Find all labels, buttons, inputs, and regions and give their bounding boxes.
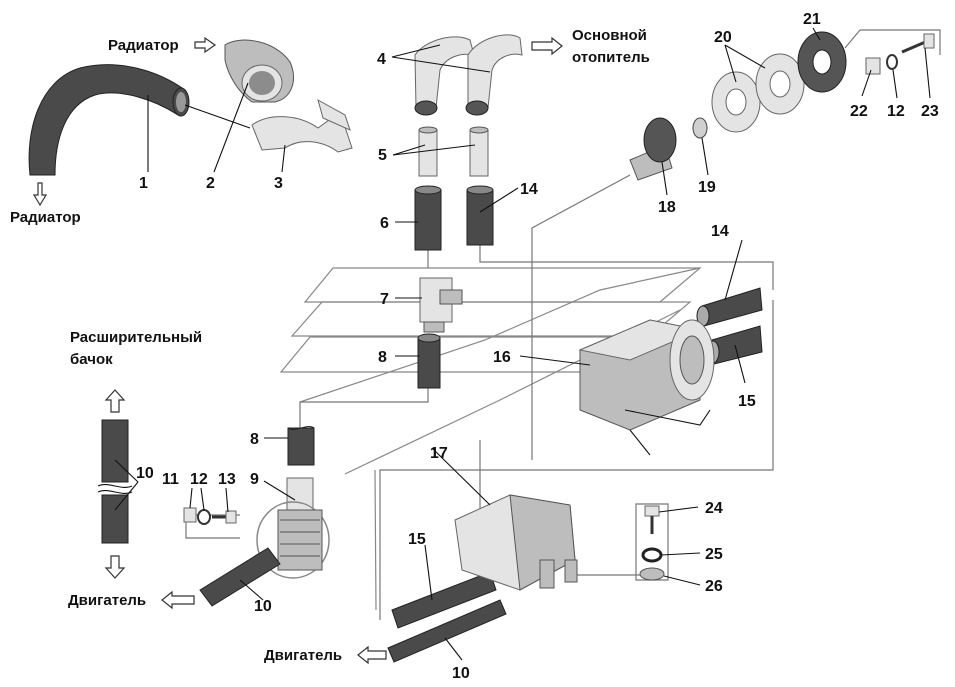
leader-lines: [114, 27, 931, 661]
part-17-pump-block: [454, 494, 578, 591]
callout-3: 3: [274, 175, 283, 192]
pipeline-routes: [185, 29, 941, 620]
callout-18: 18: [658, 199, 676, 216]
part-22-nut: [865, 57, 881, 75]
part-3-pipe-bracket: [251, 98, 353, 153]
arrow-to-radiator-top: [194, 36, 217, 54]
part-5-short-tubes: [418, 126, 489, 177]
caption-expansion-tank-line2: бачок: [70, 351, 113, 368]
callout-4: 4: [377, 51, 386, 68]
part-8-hose-middle: [417, 333, 441, 389]
callout-26: 26: [705, 578, 723, 595]
callout-21: 21: [803, 11, 821, 28]
caption-expansion-tank-line1: Расширительный: [70, 329, 202, 346]
part-21-flange: [797, 31, 847, 93]
part-2-hose-sleeve: [224, 39, 294, 103]
callout-12-right: 12: [887, 103, 905, 120]
part-20-gaskets: [711, 53, 805, 133]
part-6-hose: [414, 185, 442, 251]
captions: Радиатор Радиатор Основной отопитель Рас…: [10, 27, 650, 664]
caption-radiator-top: Радиатор: [108, 37, 179, 54]
arrow-engine-bottom-out: [357, 645, 387, 665]
part-10-engine-hose-bottom: [387, 599, 507, 663]
part-4-bent-hoses: [414, 34, 523, 116]
caption-radiator-bottom: Радиатор: [10, 209, 81, 226]
caption-engine-bottom: Двигатель: [264, 647, 342, 664]
part-1-radiator-hose: [28, 64, 190, 176]
part-8-hose-left: [287, 426, 315, 466]
part-9-thermostat: [256, 477, 330, 579]
callout-11: 11: [162, 471, 179, 488]
caption-main-heater-line2: отопитель: [572, 49, 650, 66]
callout-9: 9: [250, 471, 259, 488]
callout-17: 17: [430, 445, 448, 462]
part-7-valve-tee: [419, 277, 463, 333]
callout-15-bottom: 15: [408, 531, 426, 548]
callout-2: 2: [206, 175, 215, 192]
callout-14-upper: 14: [520, 181, 538, 198]
part-12-washer-right: [886, 54, 898, 70]
arrow-engine-left-out: [161, 590, 195, 610]
part-14-hose-upper: [466, 185, 494, 246]
part-14-hose-right: [696, 287, 763, 327]
part-25-washer: [641, 547, 663, 563]
callout-15-right: 15: [738, 393, 756, 410]
arrow-to-main-heater: [531, 36, 563, 56]
part-18-outlet-nozzle: [629, 117, 677, 181]
callout-5: 5: [378, 147, 387, 164]
callout-8-left: 8: [250, 431, 259, 448]
callout-8-middle: 8: [378, 349, 387, 366]
callout-numbers: 1 2 3 4 5 6 7 8 8 9 10 10 10 11 12 12 13…: [136, 11, 939, 682]
part-10-expansion-hose: [97, 419, 133, 544]
callout-13: 13: [218, 471, 236, 488]
part-23-clamp-screw: [901, 33, 935, 54]
part-13-clamp-screw: [212, 510, 237, 524]
callout-10-expansion: 10: [136, 465, 154, 482]
callout-22: 22: [850, 103, 868, 120]
part-26-plate: [639, 567, 665, 581]
callout-12-left: 12: [190, 471, 208, 488]
part-16-heater-unit: [578, 319, 715, 456]
callout-19: 19: [698, 179, 716, 196]
part-15-hose-right: [706, 325, 763, 365]
direction-arrows: [32, 36, 563, 665]
callout-24: 24: [705, 500, 723, 517]
part-12-washer-left: [197, 509, 211, 525]
callout-16: 16: [493, 349, 511, 366]
callout-20: 20: [714, 29, 732, 46]
part-11-clamp-nut: [183, 507, 197, 523]
callout-14-right: 14: [711, 223, 729, 240]
callout-7: 7: [380, 291, 389, 308]
caption-main-heater-line1: Основной: [572, 27, 647, 44]
callout-23: 23: [921, 103, 939, 120]
arrow-to-engine-left: [104, 555, 126, 579]
arrow-to-radiator-bottom: [32, 182, 48, 207]
caption-engine-left: Двигатель: [68, 592, 146, 609]
callout-10-engine-left: 10: [254, 598, 272, 615]
callout-6: 6: [380, 215, 389, 232]
arrow-to-expansion-tank: [104, 389, 126, 413]
part-24-screw: [644, 505, 660, 534]
part-10-engine-hose-left: [199, 547, 281, 607]
part-19-seal-ring: [692, 117, 708, 139]
callout-25: 25: [705, 546, 723, 563]
callout-1: 1: [139, 175, 148, 192]
callout-10-engine-bottom: 10: [452, 665, 470, 682]
part-15-hose-bottom: [391, 571, 497, 629]
